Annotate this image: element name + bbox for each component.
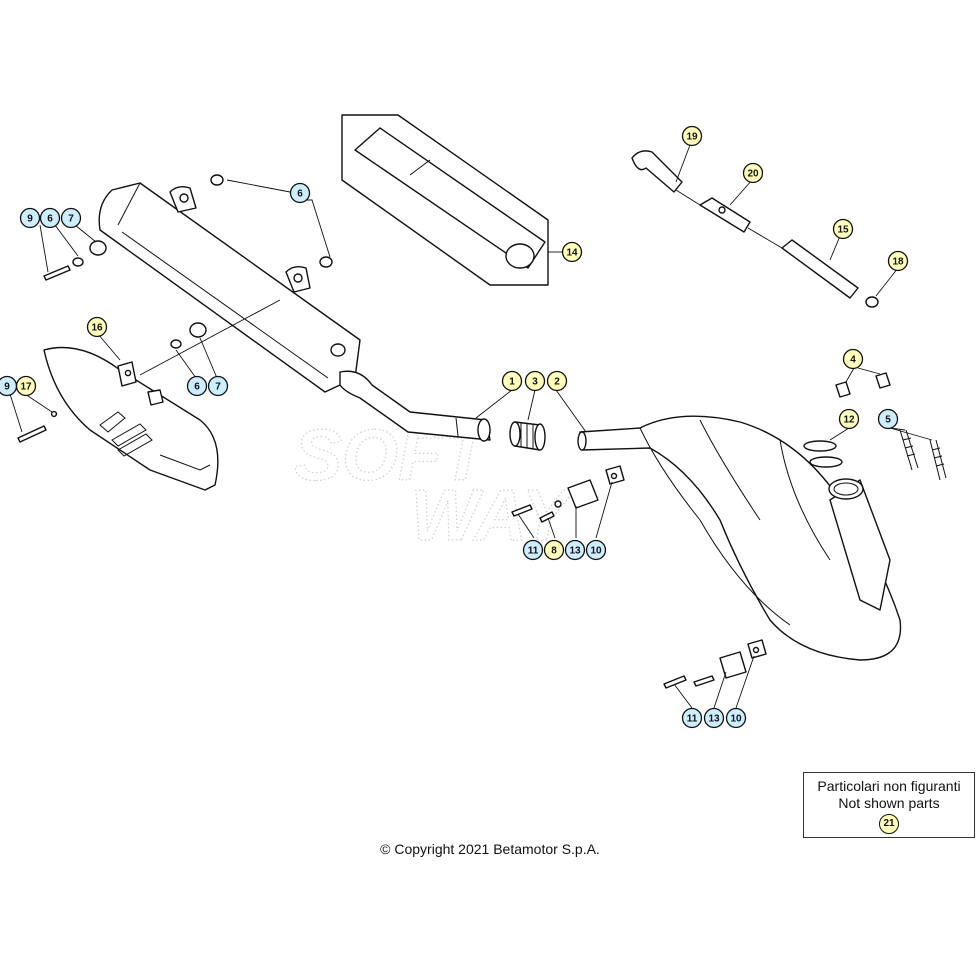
callout-15[interactable]: 15: [832, 218, 854, 240]
callout-label: 13: [569, 546, 581, 557]
callout-label: 11: [687, 714, 698, 725]
callout-10[interactable]: 10: [725, 707, 747, 729]
callout-9[interactable]: 9: [19, 207, 41, 229]
not-shown-parts-box: Particolari non figuranti Not shown part…: [803, 772, 975, 838]
not-shown-line-english: Not shown parts: [838, 795, 940, 811]
callout-label: 6: [297, 189, 303, 200]
callout-9[interactable]: 9: [0, 375, 18, 397]
callout-label: 2: [554, 377, 560, 388]
callout-16[interactable]: 16: [86, 316, 108, 338]
callout-label: 17: [20, 382, 32, 393]
callout-label: 7: [215, 382, 221, 393]
callout-7[interactable]: 7: [207, 375, 229, 397]
callout-label: 20: [747, 169, 759, 180]
callout-7[interactable]: 7: [60, 207, 82, 229]
callout-21[interactable]: 21: [879, 814, 899, 834]
callout-10[interactable]: 10: [585, 539, 607, 561]
callout-label: 7: [68, 214, 74, 225]
callout-20[interactable]: 20: [742, 162, 764, 184]
callout-11[interactable]: 11: [522, 539, 544, 561]
not-shown-line-italian: Particolari non figuranti: [817, 778, 961, 794]
callout-14[interactable]: 14: [561, 241, 583, 263]
callout-label: 18: [892, 257, 904, 268]
callout-4[interactable]: 4: [842, 348, 864, 370]
silencer-body: [98, 182, 361, 393]
link-pipe: [339, 370, 491, 442]
rubber-seal: [509, 421, 546, 451]
vent-hose-set: [631, 150, 879, 308]
callout-label: 19: [686, 132, 698, 143]
callout-label: 14: [566, 248, 578, 259]
expansion-chamber: [577, 415, 902, 661]
callout-label: 12: [843, 415, 855, 426]
front-mount-hardware: [511, 465, 767, 689]
callout-label: 5: [885, 415, 891, 426]
packing-inset: [341, 114, 549, 286]
callout-label: 13: [708, 714, 720, 725]
callout-label: 9: [27, 214, 33, 225]
callout-label: 15: [837, 225, 849, 236]
callout-label: 3: [532, 377, 538, 388]
callout-label: 16: [91, 323, 103, 334]
callout-6[interactable]: 6: [39, 207, 61, 229]
callout-label: 9: [4, 382, 10, 393]
callout-label: 8: [551, 546, 557, 557]
callout-13[interactable]: 13: [703, 707, 725, 729]
callout-17[interactable]: 17: [15, 375, 37, 397]
callout-label: 11: [528, 546, 539, 557]
callout-18[interactable]: 18: [887, 250, 909, 272]
callout-1[interactable]: 1: [501, 370, 523, 392]
callout-19[interactable]: 19: [681, 125, 703, 147]
callout-2[interactable]: 2: [546, 370, 568, 392]
callout-label: 10: [730, 714, 742, 725]
leader-lines: [9, 144, 933, 709]
callout-6[interactable]: 6: [186, 375, 208, 397]
callout-11[interactable]: 11: [681, 707, 703, 729]
callout-6[interactable]: 6: [289, 182, 311, 204]
callout-3[interactable]: 3: [524, 370, 546, 392]
callout-label: 10: [590, 546, 602, 557]
callout-label: 6: [47, 214, 53, 225]
callout-label: 1: [509, 377, 515, 388]
grommets: [17, 174, 333, 443]
copyright-notice: © Copyright 2021 Betamotor S.p.A.: [380, 841, 600, 857]
callout-5[interactable]: 5: [877, 408, 899, 430]
callout-8[interactable]: 8: [543, 539, 565, 561]
callout-13[interactable]: 13: [564, 539, 586, 561]
callout-label: 6: [194, 382, 200, 393]
heat-shield: [43, 346, 219, 491]
springs-and-rings: [803, 372, 947, 481]
callout-12[interactable]: 12: [838, 408, 860, 430]
callout-label: 4: [850, 355, 856, 366]
